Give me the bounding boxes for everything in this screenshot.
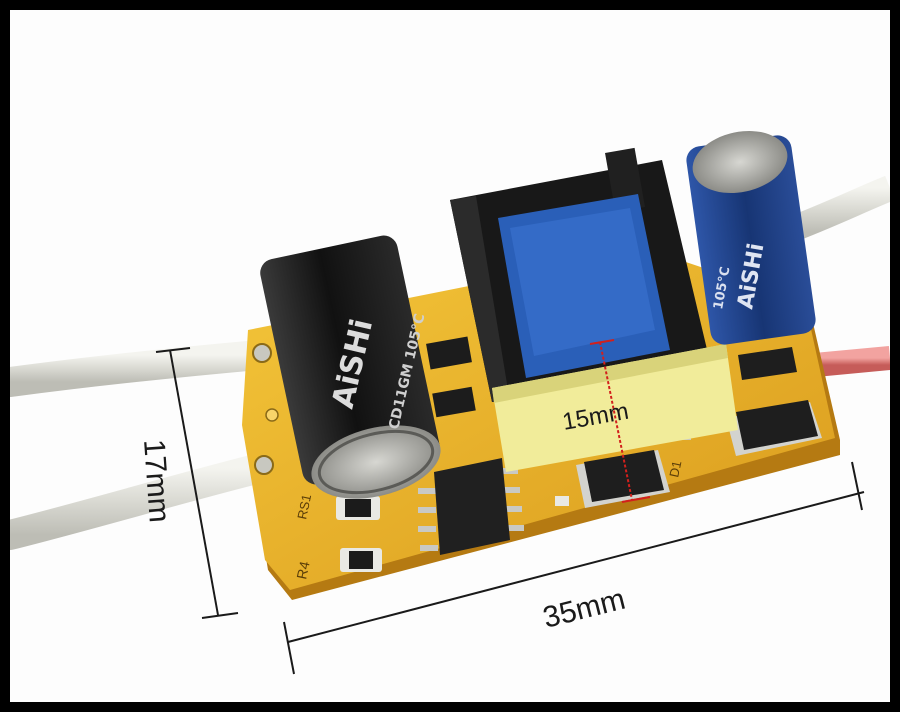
capacitor-large: AiSHi CD11GM 105°C (260, 235, 441, 499)
length-label: 35mm (540, 583, 629, 635)
product-photo: R4 RS1 D1 (10, 10, 890, 702)
capacitor-small-rating: 105°C (711, 266, 733, 311)
smd-component-left-top (426, 336, 472, 370)
label-r4: R4 (293, 560, 312, 581)
smd-component-center-bottom (576, 450, 670, 508)
smd-resistor-rs1 (336, 496, 380, 520)
smd-diode-right (726, 400, 822, 456)
transformer (450, 147, 738, 472)
dimension-height: 17mm (137, 347, 239, 619)
label-d1: D1 (666, 459, 684, 478)
smd-resistor-r4 (340, 548, 382, 572)
smd-component-left-mid (432, 386, 476, 418)
driver-ic-chip (418, 458, 524, 555)
smd-component-right-top (738, 347, 797, 380)
label-rs1: RS1 (294, 493, 314, 521)
height-label: 17mm (137, 438, 176, 523)
output-wire-red (813, 346, 890, 377)
led-driver-illustration: R4 RS1 D1 (10, 131, 890, 675)
input-wires (10, 340, 275, 550)
capacitor-small: AiSHi 105°C (686, 131, 816, 345)
